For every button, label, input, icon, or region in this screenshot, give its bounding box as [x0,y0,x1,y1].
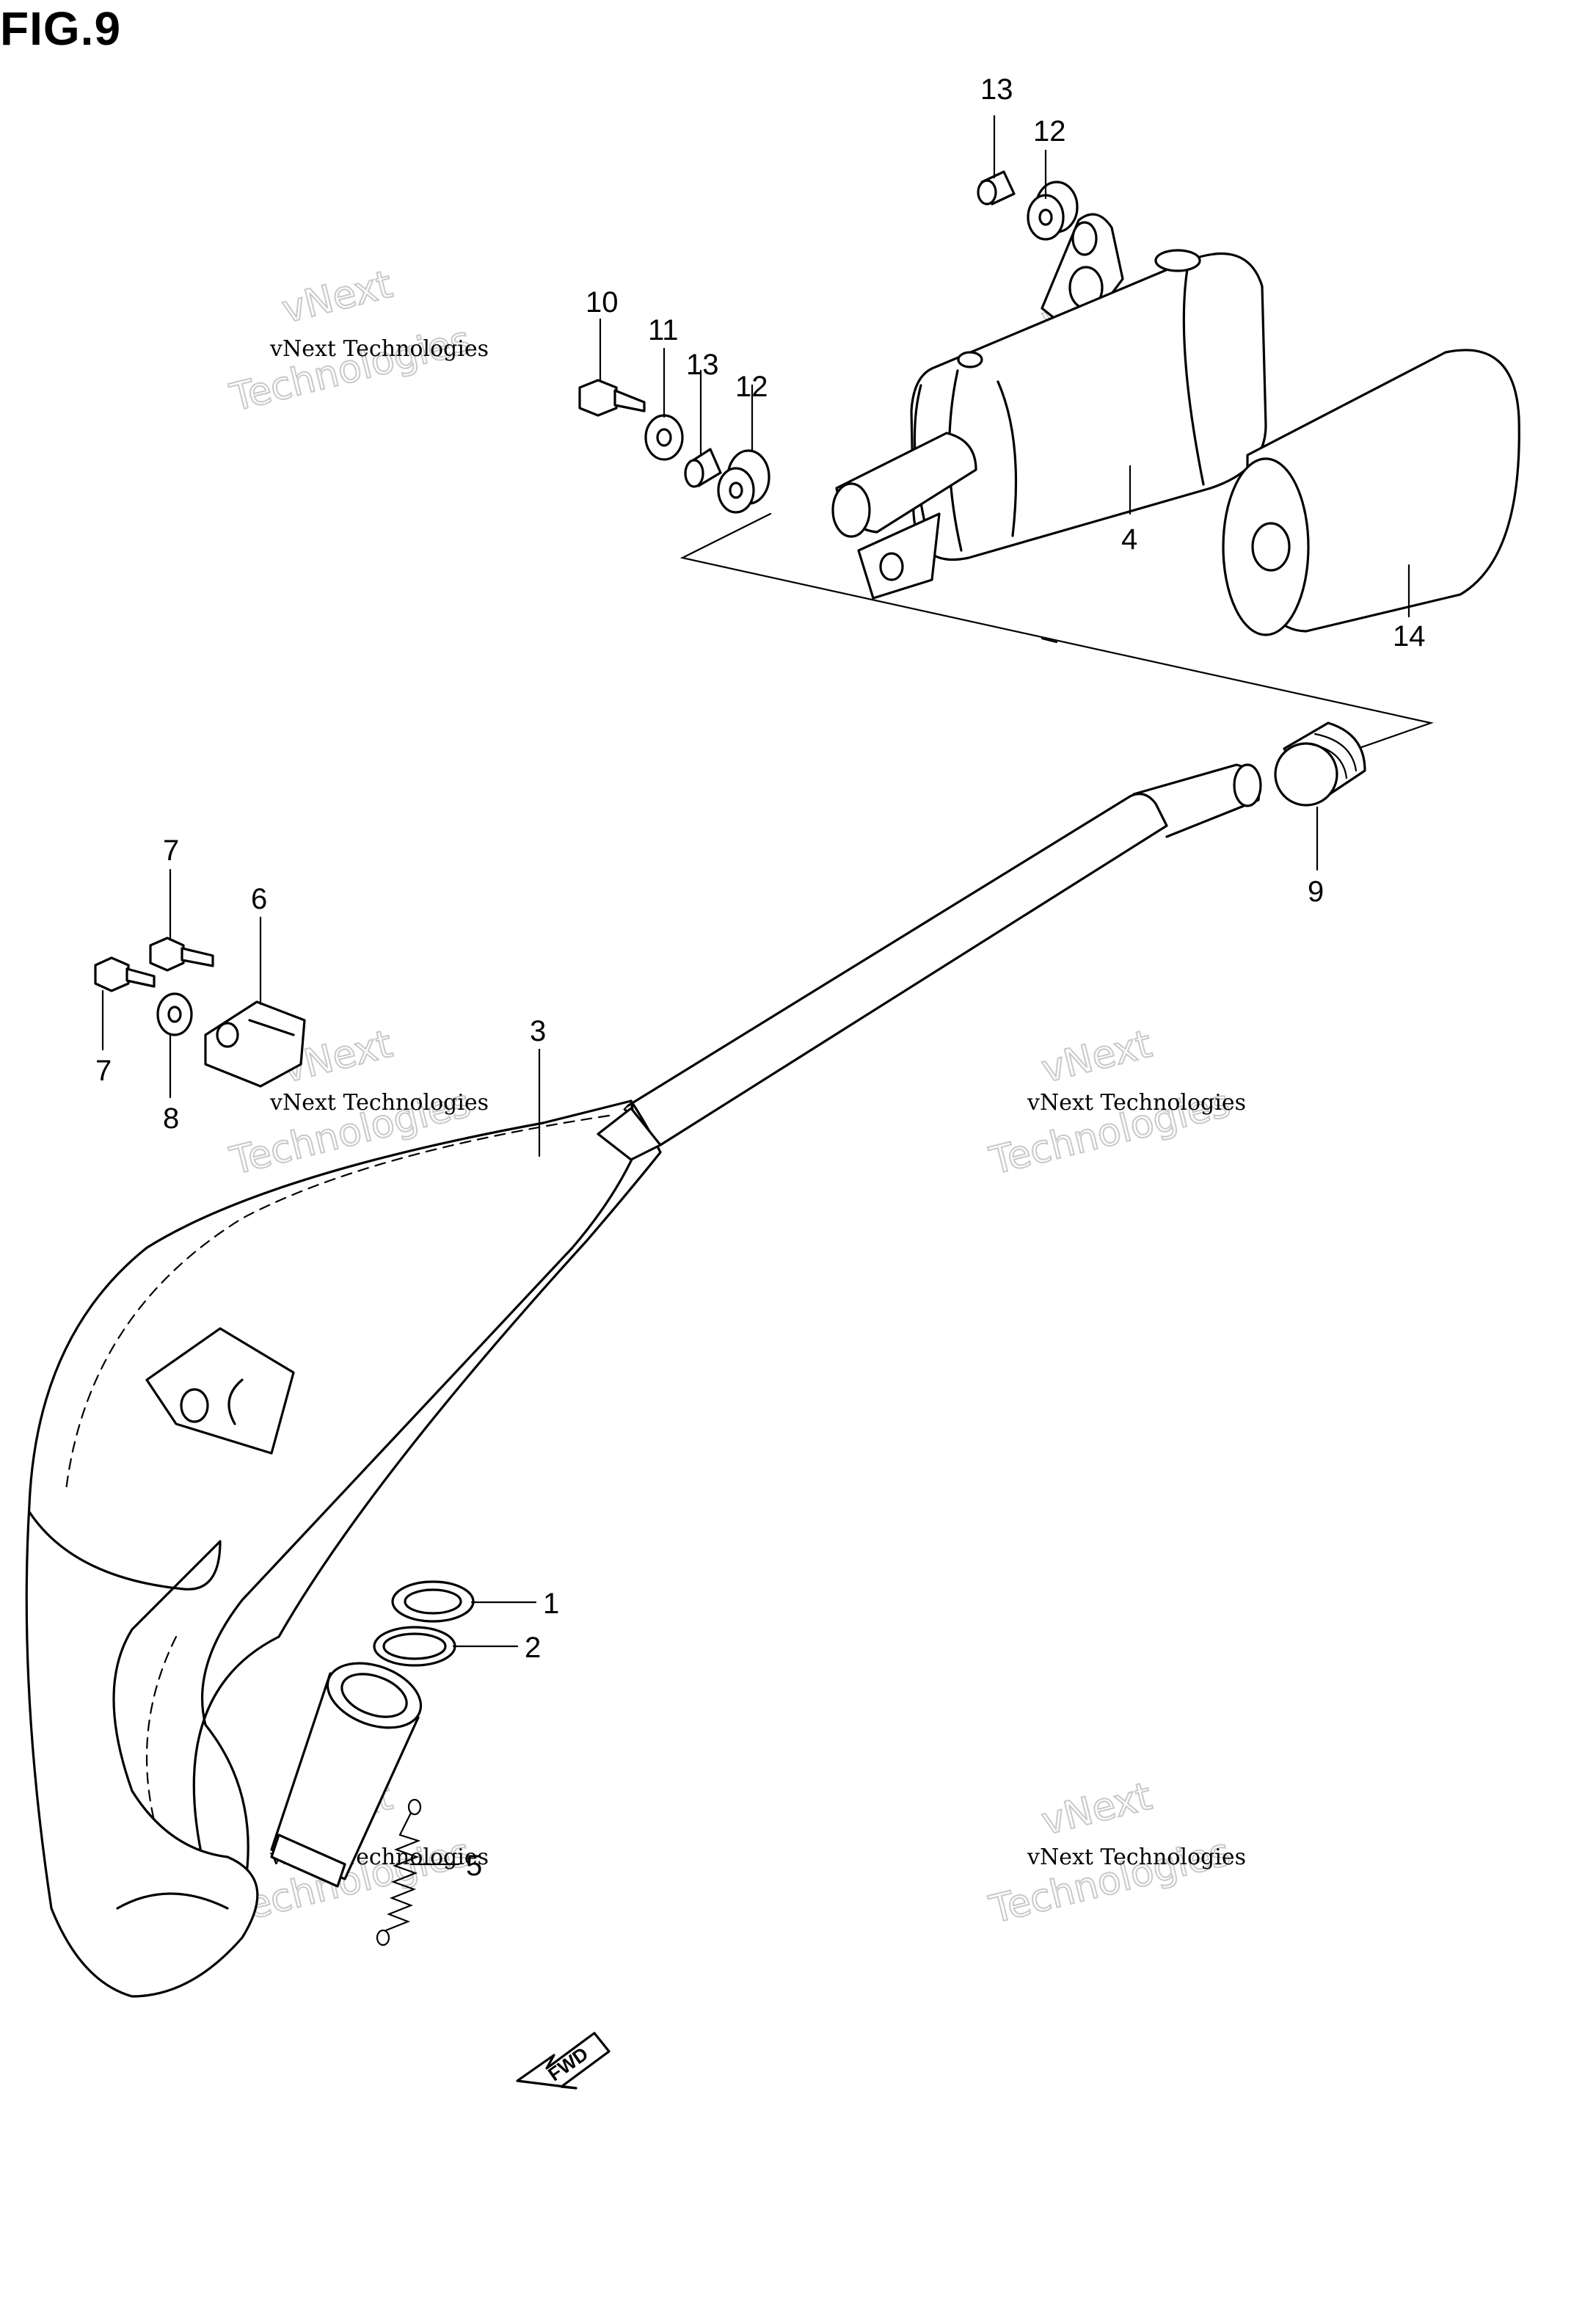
exhaust-chamber-part-3 [25,763,1262,1998]
grommet-part-12-upper [1027,181,1079,241]
svg-text:vNext Technologies: vNext Technologies [269,336,489,362]
svg-text:vNext: vNext [1038,1022,1156,1092]
svg-text:vNext Technologies: vNext Technologies [1027,1090,1246,1116]
bolt-part-7-upper [149,937,214,972]
assembly-guide-lines [679,512,1435,750]
spring-part-5 [376,1798,422,1946]
collar-part-13-upper [977,170,1016,206]
callout-4: 4 [1121,523,1137,556]
bolt-part-7-lower [94,956,156,992]
callout-1: 1 [543,1588,559,1620]
watermark-top-left: vNext Technologies vNext Technologies [225,262,489,421]
callout-labels: 13 12 10 11 13 12 4 14 9 7 6 7 8 3 1 2 5 [95,73,1426,1882]
svg-text:vNext Technologies: vNext Technologies [1027,1844,1246,1870]
callout-6: 6 [251,883,267,915]
callout-13-lower: 13 [686,349,719,381]
callout-14: 14 [1393,620,1426,652]
figure-title: FIG.9 [0,2,122,55]
callout-8: 8 [163,1102,179,1135]
watermark-bottom-right: vNext Technologies vNext Technologies [985,1774,1246,1933]
gasket-part-2 [373,1626,456,1667]
svg-text:vNext: vNext [278,263,397,332]
svg-text:vNext: vNext [1038,1775,1156,1844]
callout-5: 5 [466,1850,482,1882]
callout-9: 9 [1308,876,1324,908]
bracket-part-6 [204,1000,306,1088]
svg-text:Technologies: Technologies [226,319,475,421]
leader-lines [101,114,1410,1866]
callout-12-lower: 12 [735,371,768,403]
washer-part-8 [156,992,193,1036]
callout-13-upper: 13 [980,73,1013,106]
grommet-part-12-lower [717,449,770,514]
callout-3: 3 [530,1015,546,1047]
silencer-part-4 [831,213,1267,600]
collar-part-13-lower [684,448,722,488]
silencer-packing-part-14 [1222,349,1520,636]
watermark-mid-right: vNext Technologies vNext Technologies [985,1022,1246,1185]
joint-sleeve-part-9 [1274,721,1366,807]
washer-part-11 [644,414,684,461]
callout-12-upper: 12 [1033,115,1066,148]
front-exhaust-pipe [270,1662,423,1888]
svg-text:vNext Technologies: vNext Technologies [269,1090,489,1116]
callout-7-upper: 7 [163,835,179,867]
fwd-direction-arrow: FWD [516,2032,611,2090]
callout-10: 10 [586,286,619,319]
bolt-part-10 [578,379,646,417]
callout-2: 2 [525,1632,541,1664]
callout-7-lower: 7 [95,1055,112,1087]
gasket-part-1 [391,1580,475,1623]
callout-11: 11 [648,314,679,346]
